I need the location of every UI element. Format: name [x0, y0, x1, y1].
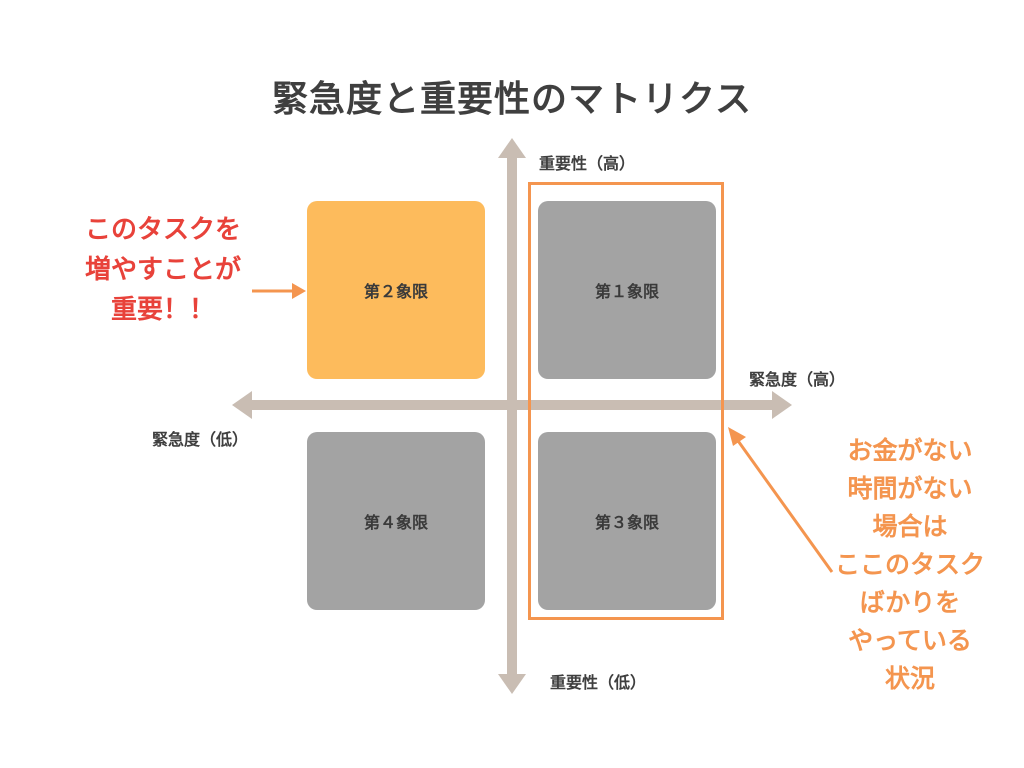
- left-note-line: このタスクを: [84, 215, 241, 245]
- right-note-line: 時間がない: [847, 474, 973, 503]
- quadrant-1: 第１象限: [538, 201, 716, 379]
- right-note-arrowhead: [728, 427, 746, 446]
- quadrant-2: 第２象限: [307, 201, 485, 379]
- highlight-urgent-column: [528, 182, 724, 620]
- quadrant-4: 第４象限: [307, 432, 485, 610]
- quadrant-3-label: 第３象限: [594, 513, 659, 532]
- right-note-line: お金がない: [847, 436, 973, 465]
- right-note-line: 場合は: [872, 512, 948, 541]
- right-note-line: ばかりを: [859, 588, 961, 617]
- quadrant-1-label: 第１象限: [594, 282, 659, 301]
- axis-label-urgency-high: 緊急度（高）: [749, 370, 846, 389]
- importance-axis-arrow-top: [498, 138, 526, 158]
- right-note-line: やっている: [848, 626, 972, 655]
- importance-axis-arrow-bottom: [498, 674, 526, 694]
- right-note-line: ここのタスク: [834, 550, 985, 579]
- urgency-axis-arrow-right: [772, 391, 792, 419]
- right-note: お金がない 時間がない 場合は ここのタスク ばかりを やっている 状況: [800, 432, 1020, 698]
- axis-label-urgency-low: 緊急度（低）: [152, 430, 249, 449]
- axis-label-importance-high: 重要性（高）: [539, 154, 636, 173]
- axis-label-importance-low: 重要性（低）: [550, 673, 647, 692]
- left-note-line: 増やすことが: [84, 255, 241, 285]
- left-note-line: 重要！！: [110, 295, 215, 325]
- quadrant-2-label: 第２象限: [363, 282, 428, 301]
- urgency-axis-arrow-left: [232, 391, 252, 419]
- quadrant-4-label: 第４象限: [363, 513, 428, 532]
- right-note-line: 状況: [884, 664, 935, 693]
- right-note-arrow: [734, 437, 834, 573]
- left-note: このタスクを 増やすことが 重要！！: [58, 210, 268, 330]
- page-title: 緊急度と重要性のマトリクス: [272, 79, 752, 120]
- quadrant-3: 第３象限: [538, 432, 716, 610]
- left-note-arrowhead: [292, 283, 306, 299]
